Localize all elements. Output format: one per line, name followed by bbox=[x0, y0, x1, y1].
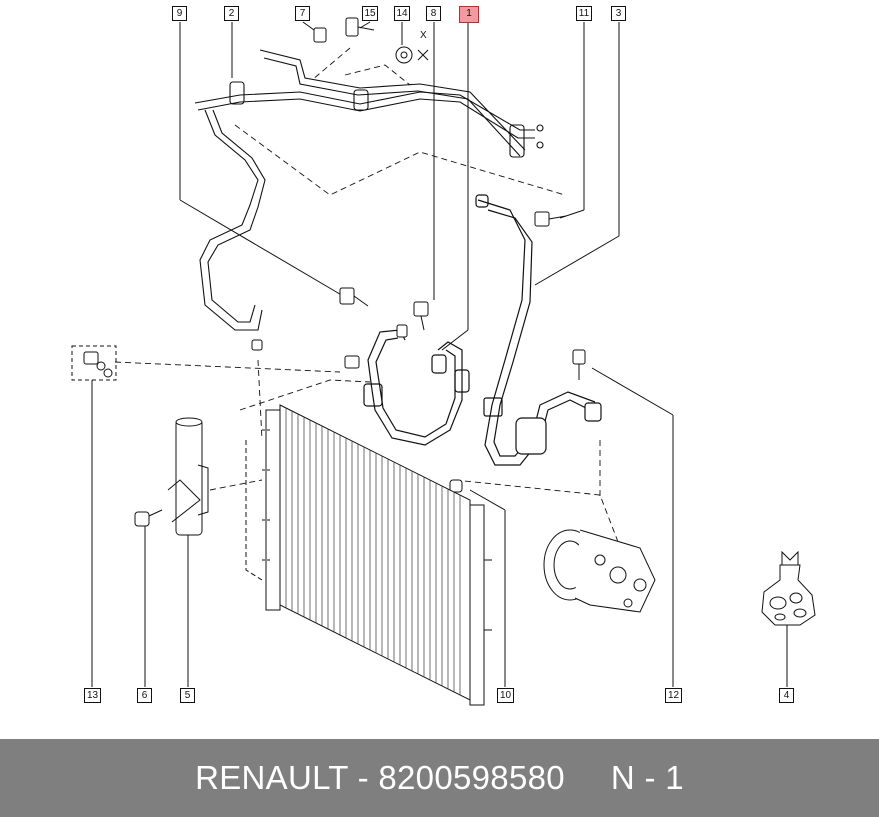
bolt-6 bbox=[134, 511, 150, 527]
callout-14: 14 bbox=[394, 6, 410, 21]
suction-hose bbox=[475, 194, 602, 466]
ac-system-exploded-diagram bbox=[71, 17, 816, 706]
callout-3: 3 bbox=[611, 6, 626, 21]
bolt-8 bbox=[413, 301, 429, 317]
callout-8: 8 bbox=[426, 6, 441, 21]
condenser bbox=[245, 404, 492, 706]
leader-line-12 bbox=[591, 367, 674, 416]
assembly-dash-7 bbox=[311, 47, 351, 81]
assembly-dash-cond bbox=[239, 379, 371, 411]
leader-line-9b bbox=[179, 199, 351, 301]
callout-4: 4 bbox=[779, 688, 794, 703]
callout-6: 6 bbox=[137, 688, 152, 703]
callout-5: 5 bbox=[180, 688, 195, 703]
leader-line-1b bbox=[441, 329, 469, 351]
pressure-hose bbox=[363, 329, 470, 446]
callout-10: 10 bbox=[497, 688, 514, 703]
callout-7: 7 bbox=[295, 6, 310, 21]
assembly-dash-top bbox=[344, 64, 411, 86]
receiver-drier bbox=[167, 417, 209, 536]
leader-line-3b bbox=[534, 235, 620, 286]
callout-12: 12 bbox=[665, 688, 682, 703]
pressure-switch bbox=[71, 345, 117, 381]
callout-15: 15 bbox=[362, 6, 378, 21]
bolt-9 bbox=[339, 287, 355, 305]
callout-13: 13 bbox=[84, 688, 101, 703]
assembly-dash-drier bbox=[209, 479, 263, 491]
upper-pipe-bundle bbox=[194, 49, 544, 331]
assembly-dash-13 bbox=[114, 361, 341, 373]
quantity-label: N - 1 bbox=[610, 759, 684, 796]
x-marker-label: X bbox=[420, 30, 427, 41]
leader-line-10b bbox=[469, 489, 506, 511]
callout-9: 9 bbox=[172, 6, 187, 21]
o-ring-kit bbox=[761, 550, 816, 626]
callout-2: 2 bbox=[224, 6, 239, 21]
bolt-15 bbox=[345, 17, 359, 37]
clip-7 bbox=[313, 27, 327, 43]
callout-11: 11 bbox=[576, 6, 592, 21]
assembly-dash-bracket bbox=[257, 359, 263, 441]
assembly-dash-upper bbox=[234, 124, 566, 196]
part-number-footer: RENAULT - 8200598580 N - 1 bbox=[0, 739, 879, 817]
brand-part-number: RENAULT - 8200598580 bbox=[195, 759, 565, 796]
bolt-11 bbox=[534, 211, 550, 227]
compressor bbox=[543, 349, 656, 613]
callout-1-highlighted: 1 bbox=[459, 6, 479, 23]
leader-line-15 bbox=[359, 21, 371, 29]
leader-line-7 bbox=[302, 21, 315, 31]
